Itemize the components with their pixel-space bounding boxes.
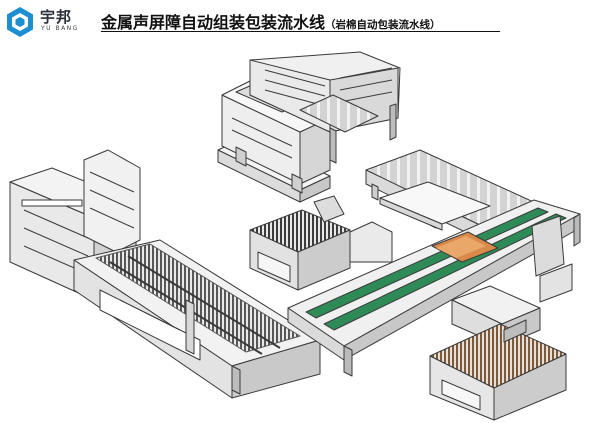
logo-name-en: YU BANG: [41, 25, 79, 32]
diagram-title: 金属声屏障自动组装包装流水线（岩棉自动包装流水线）: [101, 9, 441, 33]
dark-grille-station: [249, 195, 393, 291]
hexagon-logo-icon: [7, 7, 33, 37]
company-logo: 宇邦 YU BANG: [4, 6, 104, 38]
logo-name-cn: 宇邦: [40, 8, 73, 26]
green-belt-line: [287, 181, 581, 377]
title-sub: （岩棉自动包装流水线）: [325, 19, 441, 31]
header: 宇邦 YU BANG 金属声屏障自动组装包装流水线（岩棉自动包装流水线）: [0, 0, 600, 44]
packaging-machine: [9, 149, 321, 399]
brown-grille-station: [429, 285, 567, 421]
title-underline: [101, 31, 500, 32]
assembly-machine: [217, 51, 401, 203]
title-main: 金属声屏障自动组装包装流水线: [101, 13, 326, 32]
